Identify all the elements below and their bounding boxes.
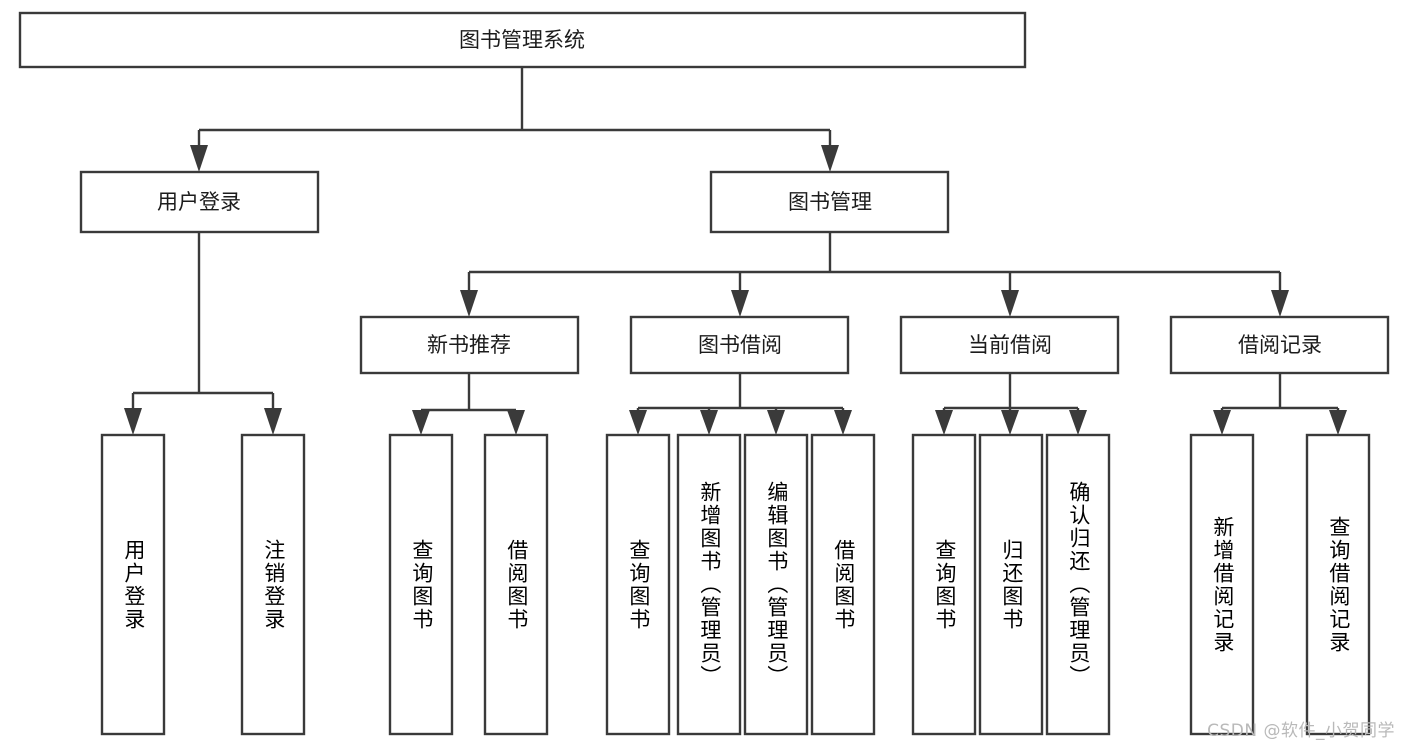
leaf-borrow-book-1[interactable] (483, 433, 549, 736)
arrowhead-to-leaf-query-book-2 (629, 410, 647, 435)
leaf-query-record[interactable] (1305, 433, 1371, 736)
arrowhead-to-leaf-query-book-1 (412, 410, 430, 435)
arrowhead-to-leaf-edit-book (767, 410, 785, 435)
leaf-query-book-2[interactable] (605, 433, 671, 736)
arrowhead-to-leaf-query-record (1329, 410, 1347, 435)
arrowhead-to-leaf-return-book (1001, 410, 1019, 435)
arrowhead-to-new-book (460, 290, 478, 317)
arrowhead-to-book-manage (821, 145, 839, 172)
arrowhead-to-leaf-confirm-return (1069, 410, 1087, 435)
arrowhead-to-leaf-borrow-book-2 (834, 410, 852, 435)
node-root[interactable] (18, 11, 1027, 69)
leaf-query-book-1[interactable] (388, 433, 454, 736)
csdn-watermark: CSDN @软件_小贺同学 (1207, 721, 1395, 741)
arrowhead-to-leaf-borrow-book-1 (507, 410, 525, 435)
leaf-edit-book[interactable] (743, 433, 809, 736)
nodes-layer: 图书管理系统 用户登录 图书管理 新书推荐 图书借阅 当前借阅 借阅记录 (18, 11, 1390, 736)
node-book-borrow[interactable] (629, 315, 850, 375)
leaf-add-book[interactable] (676, 433, 742, 736)
node-book-manage[interactable] (709, 170, 950, 234)
arrowhead-to-leaf-logout (264, 408, 282, 435)
edge-bookmanage-to-bus (467, 232, 1282, 292)
node-current-borrow-label: 当前借阅 (968, 333, 1052, 357)
node-book-borrow-label: 图书借阅 (698, 333, 782, 357)
leaf-borrow-book-2[interactable] (810, 433, 876, 736)
node-user-login-label: 用户登录 (157, 190, 241, 214)
leaf-logout[interactable] (240, 433, 306, 736)
edge-userlogin-to-bus (131, 232, 275, 410)
arrowhead-to-user-login (190, 145, 208, 172)
leaf-query-book-3[interactable] (911, 433, 977, 736)
leaf-add-record[interactable] (1189, 433, 1255, 736)
edge-borrowrecord-to-bus (1220, 373, 1340, 416)
node-new-book-recommend-label: 新书推荐 (427, 333, 511, 357)
edge-bookborrow-to-bus (636, 373, 845, 416)
node-book-manage-label: 图书管理 (788, 190, 872, 214)
arrowhead-to-leaf-add-record (1213, 410, 1231, 435)
node-new-book-recommend[interactable] (359, 315, 580, 375)
edge-root-to-bus (197, 67, 832, 148)
leaf-user-login[interactable] (100, 433, 166, 736)
arrowhead-to-leaf-user-login (124, 408, 142, 435)
edge-currentborrow-to-bus (942, 373, 1080, 416)
arrowhead-to-book-borrow (731, 290, 749, 317)
node-borrow-record-label: 借阅记录 (1238, 333, 1322, 357)
arrowhead-to-leaf-query-book-3 (935, 410, 953, 435)
arrowhead-to-current-borrow (1001, 290, 1019, 317)
edges-layer (124, 67, 1347, 435)
node-root-label: 图书管理系统 (459, 28, 585, 52)
edge-newbook-to-bus (419, 373, 518, 418)
leaf-confirm-return[interactable] (1045, 433, 1111, 736)
arrowhead-to-leaf-add-book (700, 410, 718, 435)
leaf-return-book[interactable] (978, 433, 1044, 736)
arrowhead-to-borrow-record (1271, 290, 1289, 317)
node-current-borrow[interactable] (899, 315, 1120, 375)
node-user-login[interactable] (79, 170, 320, 234)
node-borrow-record[interactable] (1169, 315, 1390, 375)
